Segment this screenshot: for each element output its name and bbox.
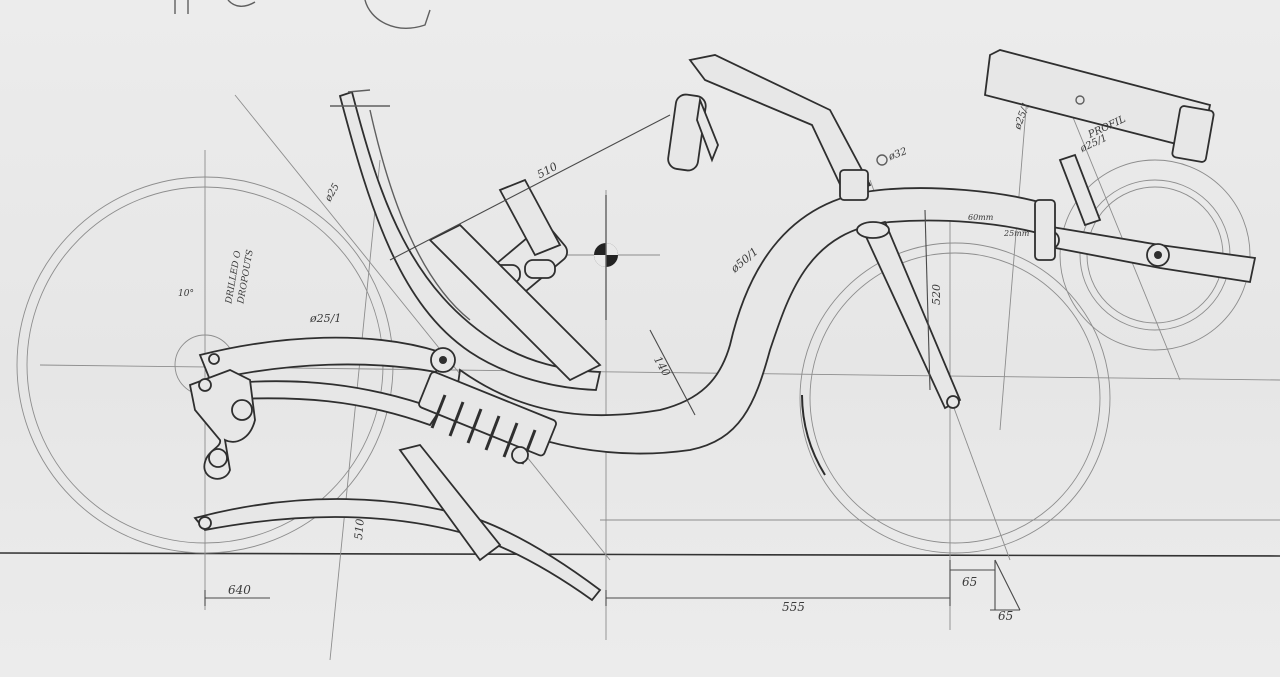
dim-front-drop: 65: [998, 609, 1013, 623]
label-front-small-2: 25mm: [1003, 229, 1030, 238]
label-tube-dia-25: ø25/1: [309, 312, 341, 325]
label-boom-dia-a: ø25/1: [1012, 100, 1032, 131]
label-rear-note: 10°: [178, 289, 194, 299]
dim-front-offset: 65: [962, 575, 977, 589]
rear-shock: [418, 371, 557, 465]
lower-stay: [193, 443, 602, 602]
handlebar: [667, 54, 888, 201]
crank-arm: [1034, 153, 1257, 284]
rear-dropout: [188, 353, 256, 480]
label-tube-dia-50: ø50/1: [728, 245, 761, 276]
ground-line: [0, 552, 1280, 557]
seat-back: [330, 89, 602, 391]
dim-140: 140: [651, 354, 673, 379]
front-wheel: [799, 242, 1111, 554]
rear-swing-arm: [198, 336, 456, 427]
front-fork: [856, 220, 962, 410]
dim-520: 520: [930, 284, 943, 305]
dim-rear-offset: 640: [228, 583, 251, 597]
seat-cg-mark: [594, 195, 618, 320]
dim-510-vertical: 510: [352, 518, 367, 540]
dim-wheelbase: 555: [782, 600, 805, 614]
label-tube-dia-32: ø32: [886, 146, 908, 163]
boom-detail: [984, 49, 1215, 163]
top-sketch-remnants: [174, 0, 431, 29]
label-seat-dia: ø25: [323, 182, 342, 205]
dimension-lines: [204, 114, 1021, 611]
seat-pan: [428, 178, 602, 382]
label-front-small-1: 60mm: [968, 213, 994, 222]
